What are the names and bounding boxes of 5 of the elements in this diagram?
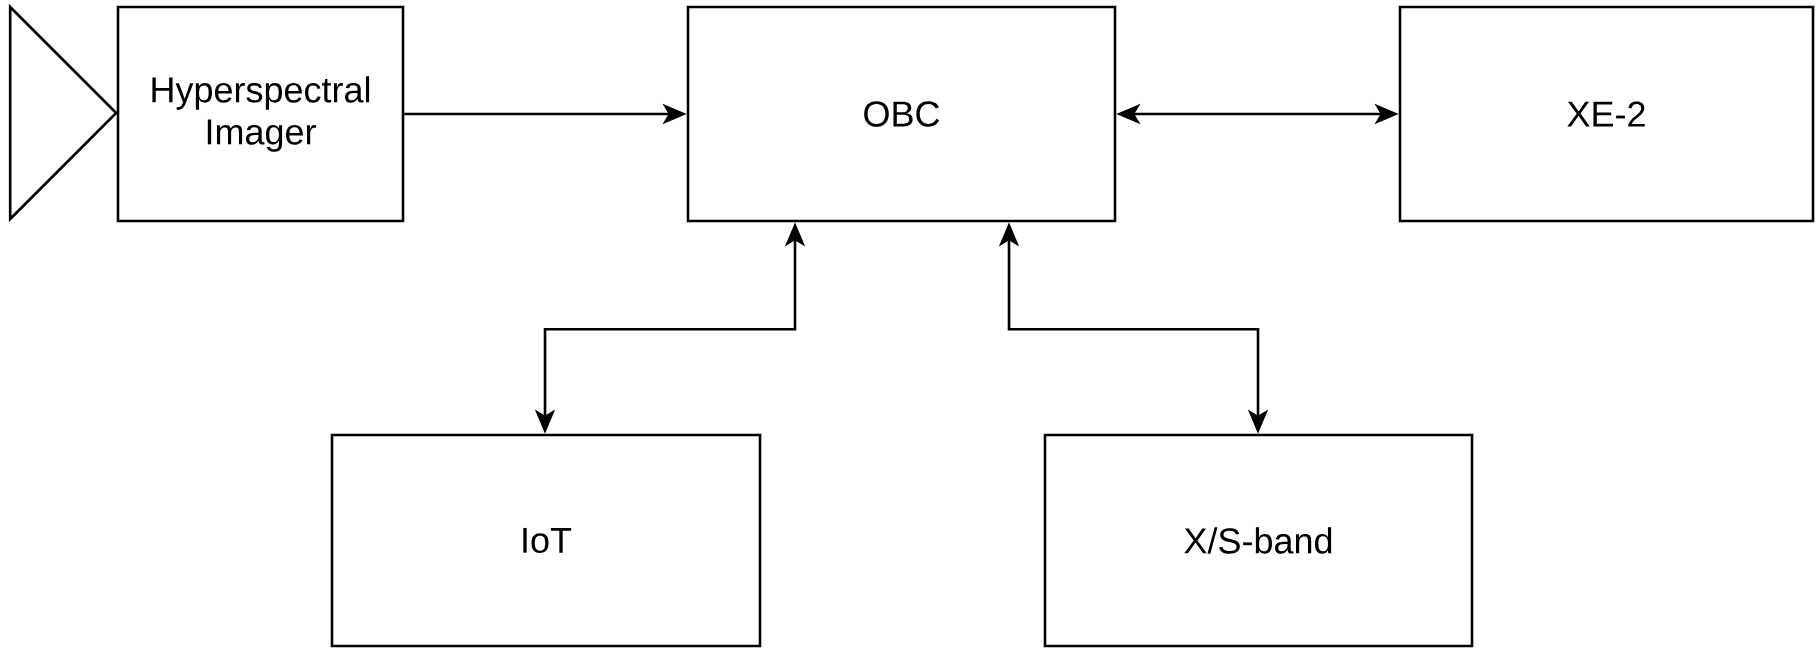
block-box: XE-2 (1398, 5, 1815, 223)
block-box: Hyperspectral Imager (116, 5, 405, 223)
block-box: X/S-band (1043, 433, 1474, 648)
block-box: IoT (330, 433, 762, 648)
block-box: OBC (686, 5, 1117, 223)
